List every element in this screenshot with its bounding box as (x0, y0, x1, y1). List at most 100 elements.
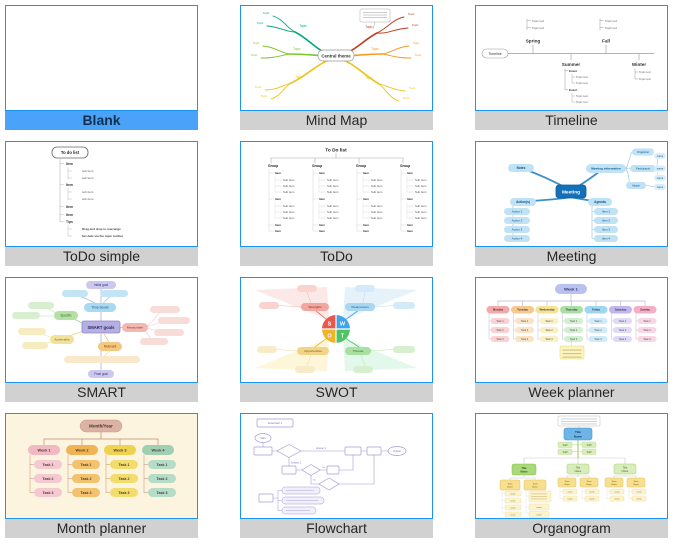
svg-text:Sub item: Sub item (327, 204, 339, 208)
svg-text:Team: Team (633, 481, 638, 483)
svg-text:Tips: Tips (66, 220, 73, 224)
svg-text:Team: Team (564, 481, 569, 483)
svg-text:sub item: sub item (82, 176, 94, 180)
svg-text:Timeline: Timeline (488, 52, 501, 56)
svg-text:SMART goals: SMART goals (88, 325, 116, 330)
svg-text:Month/Year: Month/Year (89, 424, 113, 429)
template-label-week-planner: Week planner (475, 383, 668, 402)
svg-text:Saturday: Saturday (615, 308, 627, 312)
svg-text:Drag and drop to rearrange: Drag and drop to rearrange (82, 227, 121, 231)
svg-text:Sub item: Sub item (415, 216, 427, 220)
svg-text:Sub item: Sub item (371, 204, 383, 208)
svg-text:Topic text: Topic text (576, 100, 588, 104)
svg-text:Team: Team (507, 484, 512, 486)
svg-text:Team: Team (586, 481, 591, 483)
svg-text:Topic: Topic (371, 47, 379, 51)
svg-text:Team: Team (532, 484, 537, 486)
svg-text:name: name (614, 492, 620, 494)
svg-text:Meeting information: Meeting information (591, 167, 621, 171)
svg-text:Set date via the topic toolbar: Set date via the topic toolbar (82, 234, 124, 238)
blank-thumbnail (5, 5, 198, 111)
svg-text:Item: Item (407, 197, 413, 201)
svg-text:Sub item: Sub item (327, 216, 339, 220)
svg-text:To do list: To do list (61, 150, 80, 155)
svg-text:Sub item: Sub item (327, 178, 339, 182)
svg-text:Week 2: Week 2 (75, 448, 88, 452)
svg-text:Task 1: Task 1 (81, 463, 92, 467)
template-label-organogram: Organogram (475, 519, 668, 538)
svg-text:Item: Item (319, 223, 325, 227)
svg-text:Topic: Topic (255, 85, 262, 89)
svg-text:Task 3: Task 3 (81, 491, 92, 495)
svg-text:To Do list: To Do list (325, 148, 347, 154)
mindmap-preview-image: TopicTopicTopicTopicTopicTopicTopicTopic… (251, 8, 422, 102)
svg-text:Central theme: Central theme (321, 54, 351, 59)
svg-text:Relevant: Relevant (104, 345, 117, 349)
svg-text:Task 3: Task 3 (570, 337, 578, 341)
svg-text:Time-bound: Time-bound (92, 306, 109, 310)
svg-text:Group: Group (312, 164, 322, 168)
template-label-flowchart: Flowchart (240, 519, 433, 538)
svg-text:Task 1: Task 1 (643, 319, 651, 323)
svg-text:Friday: Friday (592, 308, 601, 312)
svg-text:Task 2: Task 2 (81, 477, 92, 481)
svg-text:sub item: sub item (82, 190, 94, 194)
svg-text:Item: Item (66, 213, 73, 217)
svg-text:Organizer: Organizer (637, 150, 649, 154)
svg-text:Meeting: Meeting (562, 190, 580, 196)
svg-text:Staff: Staff (587, 451, 592, 454)
svg-text:Action(s): Action(s) (516, 200, 530, 204)
svg-text:Item: Item (363, 197, 369, 201)
svg-text:name: name (510, 501, 516, 503)
svg-text:Task 2: Task 2 (157, 477, 168, 481)
svg-text:Group: Group (400, 164, 410, 168)
svg-text:Title: Title (623, 466, 628, 469)
svg-text:Task 3: Task 3 (521, 337, 529, 341)
svg-text:name: name (589, 499, 595, 501)
svg-text:Task 2: Task 2 (43, 477, 54, 481)
svg-text:Task 2: Task 2 (594, 328, 602, 332)
svg-text:Task 1: Task 1 (496, 319, 504, 323)
svg-text:Item: Item (319, 171, 325, 175)
svg-text:Item: Item (407, 223, 413, 227)
svg-text:Answer 1: Answer 1 (316, 447, 327, 450)
svg-text:Name: Name (574, 435, 583, 439)
svg-text:name: name (536, 515, 542, 517)
svg-text:Task 1: Task 1 (619, 319, 627, 323)
svg-text:name: name (657, 177, 664, 180)
svg-text:Topic text: Topic text (576, 94, 588, 98)
svg-text:Staff: Staff (563, 444, 568, 447)
svg-text:Item: Item (407, 229, 413, 233)
svg-text:Task 2: Task 2 (521, 328, 529, 332)
svg-text:Task 2: Task 2 (119, 477, 130, 481)
svg-text:Item 4: Item 4 (602, 237, 610, 241)
template-label-timeline: Timeline (475, 111, 668, 130)
svg-text:Task 2: Task 2 (496, 328, 504, 332)
svg-text:Weaknesses: Weaknesses (351, 305, 369, 309)
svg-text:Agenda: Agenda (594, 200, 606, 204)
svg-text:Week 4: Week 4 (151, 448, 165, 452)
svg-text:Item: Item (319, 197, 325, 201)
svg-text:T: T (341, 334, 345, 340)
svg-text:name: name (657, 167, 664, 170)
template-card-blank[interactable]: Blank (5, 5, 198, 130)
svg-text:Sub item: Sub item (283, 178, 295, 182)
